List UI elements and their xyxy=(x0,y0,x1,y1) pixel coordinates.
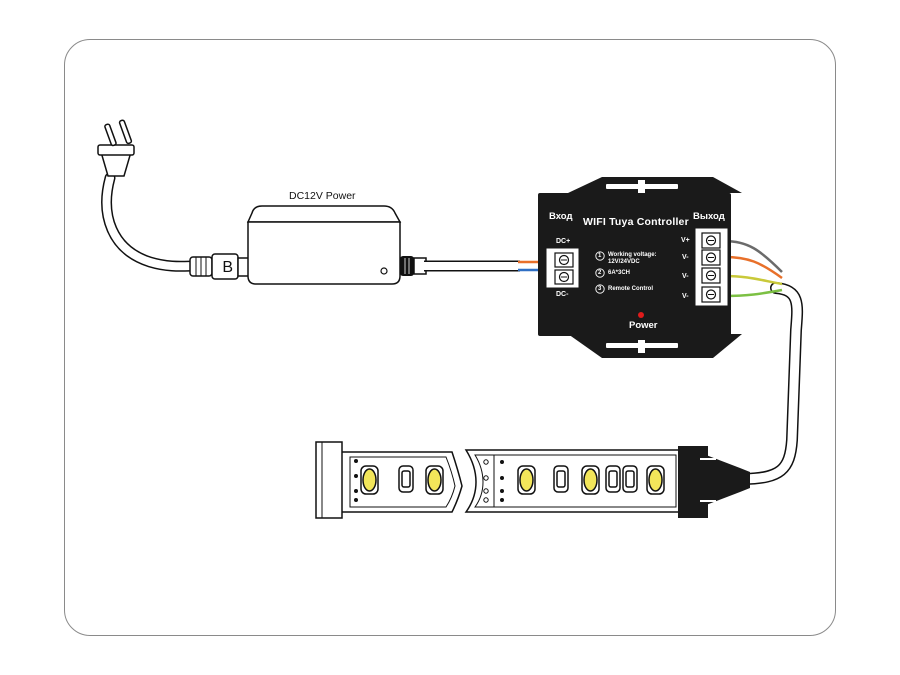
led-chip xyxy=(427,468,442,492)
led-chip xyxy=(648,468,663,492)
led-chip xyxy=(362,468,377,492)
output-pin-label: V- xyxy=(682,254,689,261)
input-pin-label: DC+ xyxy=(556,238,571,245)
output-pin-label: V+ xyxy=(681,237,690,244)
output-pin-label: V- xyxy=(682,293,689,300)
diagram-frame xyxy=(64,39,836,636)
mains-cable xyxy=(101,172,201,272)
psu-label: DC12V Power xyxy=(289,190,356,202)
led-chip xyxy=(519,468,534,492)
led-chip xyxy=(583,468,598,492)
output-wire-2 xyxy=(723,255,783,280)
power-supply-unit xyxy=(246,205,427,285)
input-label: Вход xyxy=(549,211,573,222)
euro-plug xyxy=(97,119,135,177)
power-label: Power xyxy=(629,320,658,331)
power-led xyxy=(638,312,644,318)
controller-title: WIFI Tuya Controller xyxy=(583,216,689,228)
spec-line: Remote Control xyxy=(608,286,653,292)
wifi-controller xyxy=(538,177,742,358)
led-strip-end-piece xyxy=(315,441,463,519)
output-pin-label: V- xyxy=(682,273,689,280)
spec-number: 2 xyxy=(598,270,602,276)
dc-connector-left: B xyxy=(189,253,251,280)
output-label: Выход xyxy=(693,211,725,222)
spec-number: 1 xyxy=(598,253,602,259)
svg-text:B: B xyxy=(222,259,233,276)
spec-number: 3 xyxy=(598,286,602,292)
spec-line: 6A*3CH xyxy=(608,270,631,276)
led-strip-main xyxy=(464,446,750,518)
output-wire-3 xyxy=(723,274,783,286)
spec-line: 12V/24VDC xyxy=(608,259,640,265)
input-pin-label: DC- xyxy=(556,291,569,298)
spec-line: Working voltage: xyxy=(608,252,657,258)
